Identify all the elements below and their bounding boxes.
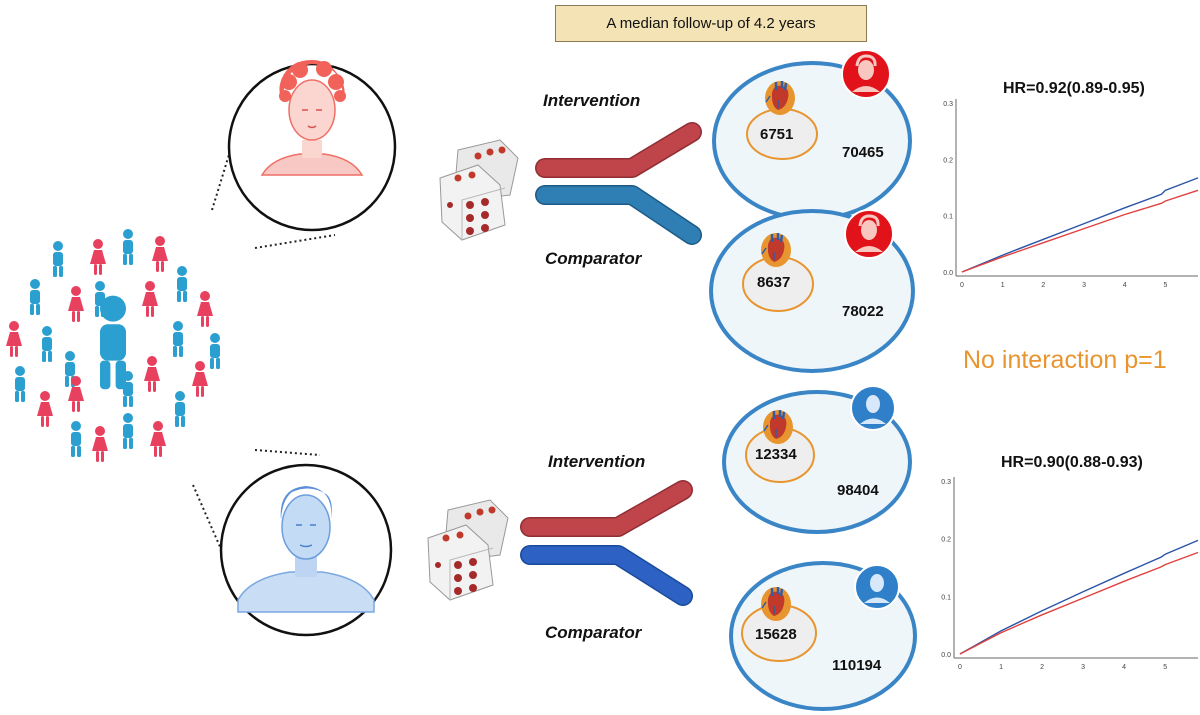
- zoom-line: [254, 449, 321, 456]
- arm-ellipses: [709, 61, 917, 711]
- arm-label-intervention: Intervention: [543, 91, 641, 110]
- hazard-ratio-label: HR=0.92(0.89-0.95): [1003, 80, 1145, 97]
- y-tick-label: 0.0: [943, 270, 953, 277]
- female-badge-icon: [844, 209, 894, 259]
- heart-icon: [761, 408, 795, 446]
- heart-icon: [759, 231, 793, 269]
- interaction-result: No interaction p=1: [963, 346, 1167, 374]
- x-tick-label: 5: [1163, 664, 1167, 671]
- follow-up-text: A median follow-up of 4.2 years: [606, 15, 816, 32]
- x-tick-label: 2: [1040, 664, 1044, 671]
- event-count: 8637: [757, 274, 791, 291]
- arm-label-intervention: Intervention: [548, 452, 646, 471]
- female-portrait: [227, 60, 397, 232]
- y-tick-label: 0.1: [941, 594, 951, 601]
- y-tick-label: 0.3: [941, 479, 951, 486]
- arm-label-comparator: Comparator: [545, 623, 642, 642]
- y-tick-label: 0.2: [941, 537, 951, 544]
- arm-total: 78022: [842, 303, 884, 320]
- event-count: 6751: [760, 126, 794, 143]
- x-tick-label: 1: [1001, 282, 1005, 289]
- series-line-red: [961, 189, 1199, 273]
- event-count: 15628: [755, 626, 797, 643]
- series-line-blue: [959, 539, 1199, 655]
- y-tick-label: 0.3: [943, 101, 953, 108]
- x-tick-label: 2: [1041, 282, 1045, 289]
- heart-icon: [759, 585, 793, 623]
- zoom-line: [254, 234, 336, 249]
- cumulative-incidence-chart-male: 0.0 0.1 0.2 0.3 0 1 2 3 4 5: [941, 477, 1199, 671]
- event-count: 12334: [755, 446, 797, 463]
- population-crowd: [6, 229, 220, 462]
- randomization-dice: [427, 499, 509, 601]
- x-tick-label: 3: [1081, 664, 1085, 671]
- randomization-dice: [439, 139, 519, 241]
- series-line-red: [959, 551, 1199, 655]
- series-line-blue: [961, 177, 1199, 273]
- x-tick-label: 4: [1123, 282, 1127, 289]
- arm-total: 70465: [842, 144, 884, 161]
- follow-up-banner: A median follow-up of 4.2 years: [555, 5, 867, 42]
- cumulative-incidence-chart-female: 0.0 0.1 0.2 0.3 0 1 2 3 4 5: [943, 99, 1199, 289]
- x-tick-label: 4: [1122, 664, 1126, 671]
- x-tick-label: 5: [1163, 282, 1167, 289]
- x-tick-label: 3: [1082, 282, 1086, 289]
- x-tick-label: 0: [958, 664, 962, 671]
- arm-total: 110194: [832, 657, 882, 674]
- allocation-arrows: [535, 122, 702, 245]
- allocation-arrows: [520, 480, 693, 606]
- hazard-ratio-label: HR=0.90(0.88-0.93): [1001, 454, 1143, 471]
- arm-total: 98404: [837, 482, 879, 499]
- x-tick-label: 1: [999, 664, 1003, 671]
- y-tick-label: 0.0: [941, 652, 951, 659]
- arm-label-comparator: Comparator: [545, 249, 642, 268]
- x-tick-label: 0: [960, 282, 964, 289]
- y-tick-label: 0.2: [943, 157, 953, 164]
- y-tick-label: 0.1: [943, 214, 953, 221]
- male-badge-icon: [854, 564, 900, 610]
- male-badge-icon: [850, 385, 896, 431]
- male-portrait: [219, 463, 393, 637]
- female-badge-icon: [841, 49, 891, 99]
- heart-icon: [763, 79, 797, 117]
